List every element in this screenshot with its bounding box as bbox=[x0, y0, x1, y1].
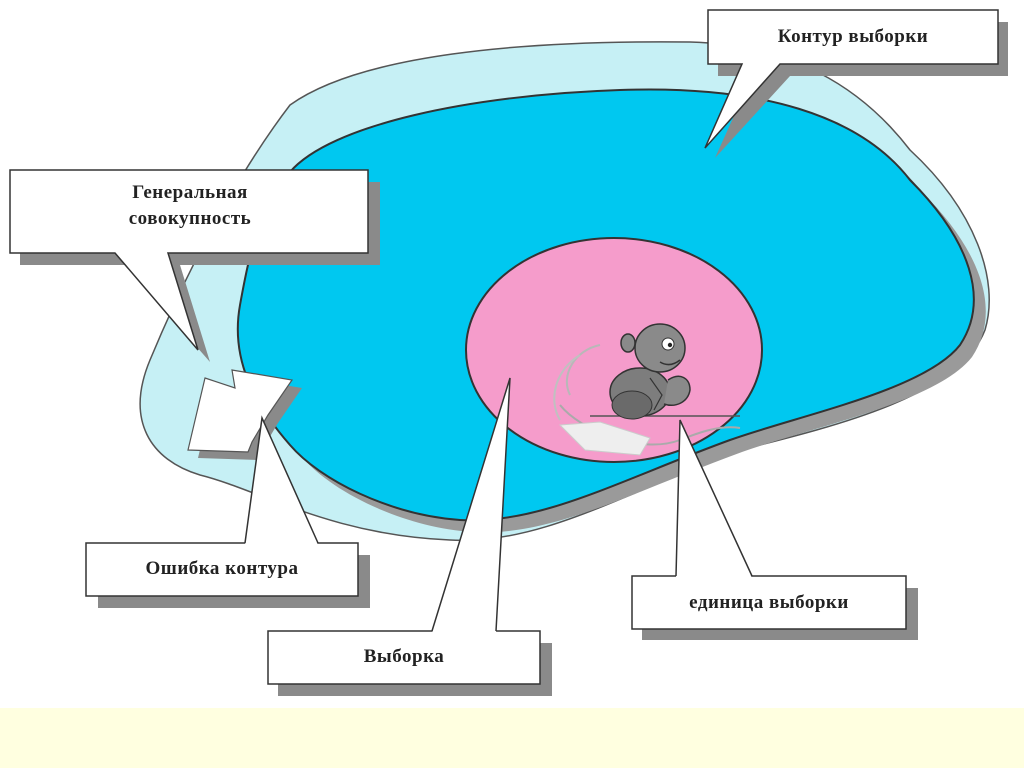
label-sampling-frame: Контур выборки bbox=[777, 26, 929, 47]
footer-band bbox=[0, 708, 1024, 768]
label-sampling-unit: единица выборки bbox=[689, 592, 849, 613]
label-frame-error: Ошибка контура bbox=[145, 558, 299, 579]
label-sample: Выборка bbox=[363, 646, 445, 667]
callout-sampling-unit bbox=[631, 419, 918, 640]
callout-sample bbox=[267, 377, 552, 696]
sample-region bbox=[465, 237, 763, 463]
person-figure-icon bbox=[553, 323, 741, 456]
frame-error-marker bbox=[187, 369, 302, 460]
callout-sampling-frame bbox=[704, 9, 1008, 158]
callout-general-population bbox=[9, 169, 380, 362]
label-general-population: Генеральная совокупность bbox=[128, 182, 252, 229]
callout-frame-error bbox=[85, 415, 370, 608]
